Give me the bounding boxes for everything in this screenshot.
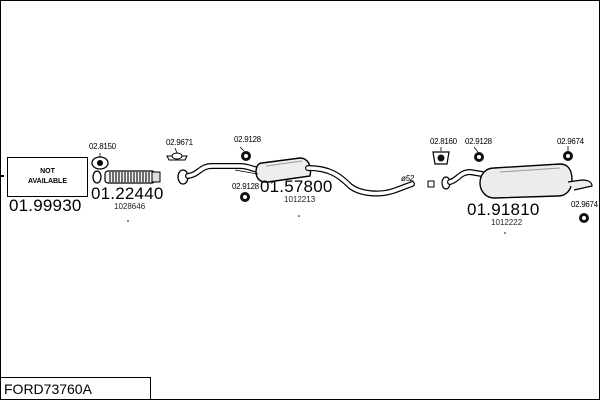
rubber-mount-29128-right-icon <box>473 146 484 162</box>
flange-ring-icon <box>92 170 102 184</box>
accessory-label-29674-bottom[interactable]: 02.9674 <box>571 200 598 209</box>
centre-silencer-01-57800[interactable] <box>185 157 415 197</box>
accessory-label-29128-mid[interactable]: 02.9128 <box>232 182 259 191</box>
connector-icon <box>427 180 435 188</box>
rear-silencer-01-91810[interactable] <box>441 163 593 199</box>
part-number-01-91810[interactable]: 01.91810 <box>467 200 540 219</box>
clamp-28160-icon <box>432 147 450 165</box>
not-available-box: NOT AVAILABLE <box>7 157 88 197</box>
title-box <box>0 377 151 399</box>
accessory-label-29128-top[interactable]: 02.9128 <box>234 135 261 144</box>
part-number-01-99930[interactable]: 01.99930 <box>9 196 82 215</box>
part-number-01-22440[interactable]: 01.22440 <box>91 184 164 203</box>
accessory-label-28160[interactable]: 02.8160 <box>430 137 457 146</box>
pipe-diameter-label: ø52 <box>401 174 414 183</box>
diagram-title: FORD73760A <box>4 381 92 397</box>
rubber-mount-29674-top-icon <box>563 146 573 161</box>
part-number-01-57800[interactable]: 01.57800 <box>260 177 333 196</box>
accessory-label-29674-top[interactable]: 02.9674 <box>557 137 584 146</box>
part-ref-1012222: 1012222 <box>491 218 523 227</box>
gasket-29671-icon <box>166 147 188 161</box>
part-ref-1012213: 1012213 <box>284 195 316 204</box>
rubber-mount-29128-mid-icon <box>240 192 250 202</box>
clamp-28150-icon <box>91 153 109 170</box>
accessory-label-29128-right[interactable]: 02.9128 <box>465 137 492 146</box>
flex-pipe-01-22440[interactable] <box>104 170 161 184</box>
accessory-label-29671[interactable]: 02.9671 <box>166 138 193 147</box>
part-ref-1028646: 1028646 <box>114 202 146 211</box>
rubber-mount-29674-bottom-icon <box>579 213 589 223</box>
accessory-label-28150[interactable]: 02.8150 <box>89 142 116 151</box>
not-available-label: NOT AVAILABLE <box>27 168 68 185</box>
rubber-mount-29128-top-icon <box>239 146 251 161</box>
